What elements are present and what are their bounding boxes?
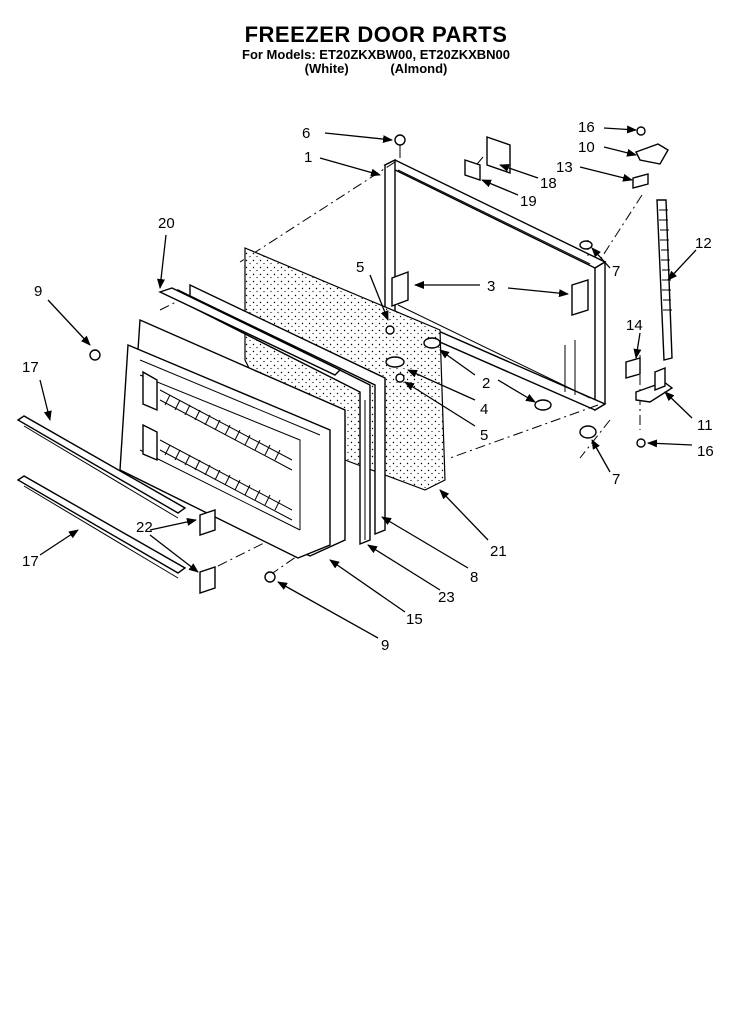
door-shelf-rails	[16, 415, 187, 579]
hinge-brackets	[391, 270, 589, 316]
callout-7-upper: 7	[612, 263, 620, 280]
door-stops	[385, 337, 552, 411]
leader-lines	[39, 125, 697, 639]
label-tags	[464, 136, 511, 181]
callout-13: 13	[556, 159, 573, 176]
callout-4: 4	[480, 401, 488, 418]
callout-6: 6	[302, 125, 310, 142]
callout-20: 20	[158, 215, 175, 232]
callout-numbers: 6 1 20 9 5 3 2 4 5 18 19 16 10 13 12 7 1…	[22, 119, 714, 654]
shelf-ribs-upper	[164, 394, 281, 461]
diagram-header: FREEZER DOOR PARTS For Models: ET20ZKXBW…	[0, 22, 752, 76]
color-white-label: (White)	[304, 61, 349, 76]
callout-2: 2	[482, 375, 490, 392]
callout-15: 15	[406, 611, 423, 628]
callout-5-lower: 5	[480, 427, 488, 444]
callout-1: 1	[304, 149, 312, 166]
shelf-end-caps	[199, 509, 216, 594]
callout-11: 11	[697, 417, 713, 434]
callout-7-lower: 7	[612, 471, 620, 488]
shelf-ribs-lower	[164, 444, 281, 511]
callout-19: 19	[520, 193, 537, 210]
callout-14: 14	[626, 317, 643, 334]
callout-16-lower: 16	[697, 443, 714, 460]
door-frame	[383, 158, 607, 412]
color-labels: (White) (Almond)	[0, 62, 752, 76]
models-line: For Models: ET20ZKXBW00, ET20ZKXBN00	[242, 47, 510, 62]
callout-5-upper: 5	[356, 259, 364, 276]
callout-9-upper: 9	[34, 283, 42, 300]
callout-22: 22	[136, 519, 153, 536]
callout-3: 3	[487, 278, 495, 295]
lower-hinge-assembly	[625, 357, 674, 448]
inner-door-liner	[119, 318, 346, 559]
screws	[89, 134, 406, 583]
callout-12: 12	[695, 235, 712, 252]
gasket-rod	[158, 287, 342, 376]
color-almond-label: (Almond)	[390, 61, 448, 76]
callout-17-upper: 17	[22, 359, 39, 376]
hinge-pins	[579, 240, 597, 439]
callout-9-lower: 9	[381, 637, 389, 654]
callout-16-upper: 16	[578, 119, 595, 136]
callout-10: 10	[578, 139, 595, 156]
callout-21: 21	[490, 543, 507, 560]
upper-hinge-assembly	[632, 126, 669, 189]
callout-23: 23	[438, 589, 455, 606]
diagram-title: FREEZER DOOR PARTS	[244, 22, 508, 47]
callout-8: 8	[470, 569, 478, 586]
door-handle	[656, 199, 673, 361]
callout-17-lower: 17	[22, 553, 39, 570]
callout-18: 18	[540, 175, 557, 192]
